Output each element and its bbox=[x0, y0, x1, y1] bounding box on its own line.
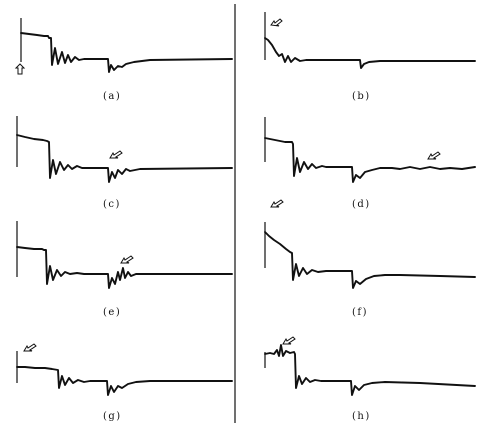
panel-h-waveform bbox=[264, 344, 476, 396]
panel-g-waveform bbox=[16, 366, 233, 396]
panel-e: (e) bbox=[16, 221, 233, 318]
panel-f-arrow-icon bbox=[270, 199, 284, 208]
panel-d: (d) bbox=[264, 117, 476, 210]
panel-g-caption: (g) bbox=[103, 411, 122, 422]
panel-e-waveform bbox=[16, 246, 233, 289]
panel-g-arrow-icon bbox=[23, 343, 37, 352]
panel-h: (h) bbox=[264, 336, 476, 422]
panel-f: (f) bbox=[264, 199, 476, 318]
panel-e-caption: (e) bbox=[103, 307, 121, 318]
panel-e-arrow-icon bbox=[120, 255, 134, 264]
panel-a: (a) bbox=[14, 18, 233, 102]
panel-d-arrow-icon bbox=[427, 151, 441, 160]
panel-b-caption: (b) bbox=[352, 91, 371, 102]
panel-a-arrow-icon bbox=[14, 63, 26, 75]
panel-b-arrow-icon bbox=[270, 18, 283, 27]
panel-b-waveform bbox=[264, 37, 476, 69]
panel-a-waveform bbox=[20, 32, 233, 73]
panel-c-caption: (c) bbox=[103, 199, 121, 210]
panel-d-waveform bbox=[264, 137, 476, 183]
panel-h-arrow-icon bbox=[282, 336, 296, 345]
panel-c-waveform bbox=[16, 134, 233, 183]
panel-g: (g) bbox=[16, 343, 233, 422]
panel-a-caption: (a) bbox=[103, 91, 121, 102]
panel-c: (c) bbox=[16, 116, 233, 210]
panel-f-caption: (f) bbox=[352, 307, 368, 318]
panel-h-caption: (h) bbox=[352, 411, 371, 422]
panel-b: (b) bbox=[264, 12, 476, 102]
panel-f-waveform bbox=[264, 231, 476, 289]
panel-c-arrow-icon bbox=[109, 150, 123, 159]
panel-d-caption: (d) bbox=[352, 199, 371, 210]
